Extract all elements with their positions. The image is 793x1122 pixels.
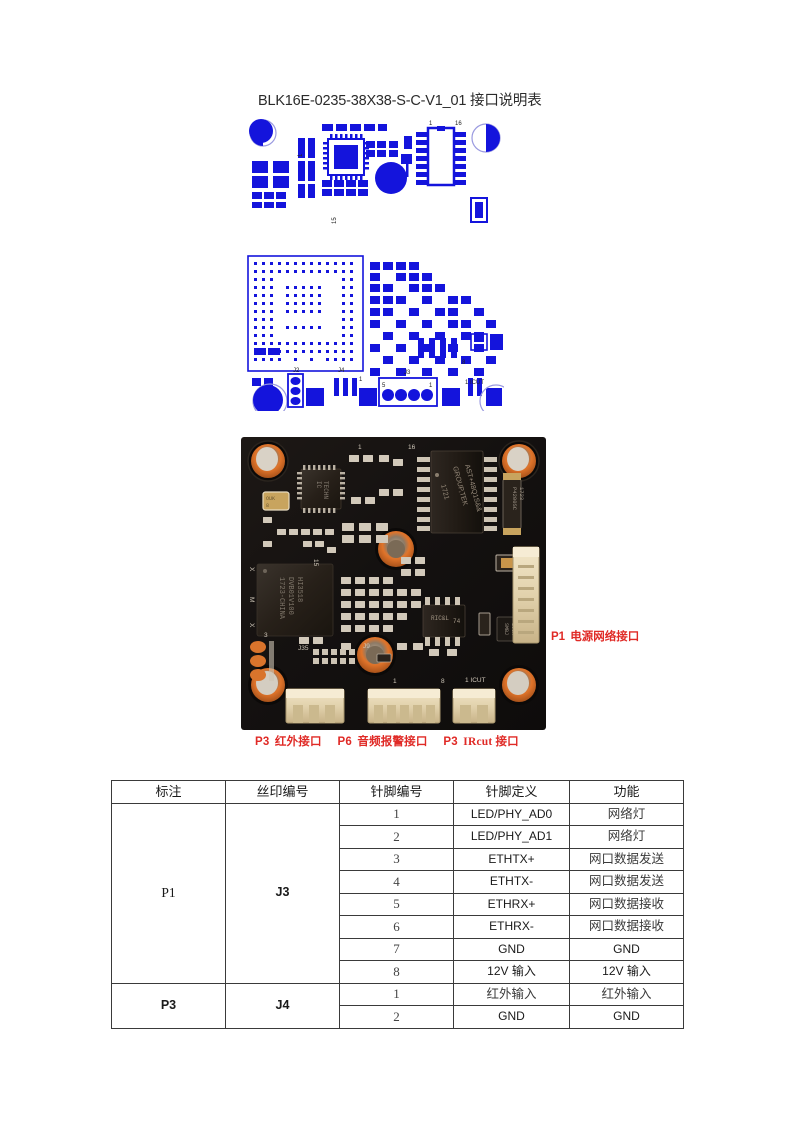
page-title: BLK16E-0235-38X38-S-C-V1_01 接口说明表	[258, 93, 542, 109]
pcb-photograph: HI3518 DVB01V100 1723-CHINA TECHN IC	[241, 437, 546, 730]
cell-function: 网络灯	[569, 802, 684, 826]
svg-text:1723: 1723	[518, 487, 525, 500]
svg-text:X: X	[248, 567, 255, 572]
cell-function: 网口数据接收	[569, 892, 684, 916]
cell-pin-definition: LED/PHY_AD0	[453, 802, 570, 826]
pcb-layout-drawing: 1 16 1 15 J2 J4 J3 5 1 1 8 1 ICUT	[246, 116, 504, 411]
svg-text:J9: J9	[363, 643, 370, 650]
svg-text:8: 8	[266, 503, 269, 509]
cell-function: 网口数据发送	[569, 870, 684, 894]
cell-pin-number: 4	[339, 870, 454, 894]
svg-text:TECHN: TECHN	[322, 481, 329, 499]
svg-text:8: 8	[462, 360, 466, 366]
callout-p1-text: 电源网络接口	[570, 631, 640, 643]
svg-text:P4200SC: P4200SC	[511, 487, 518, 511]
cell-pin-number: 1	[339, 982, 454, 1006]
cell-function: 网口数据接收	[569, 915, 684, 939]
svg-text:1723-CHINA: 1723-CHINA	[277, 577, 285, 620]
svg-text:1: 1	[358, 444, 362, 451]
cell-mark: P3	[111, 982, 226, 1029]
callout-p6-text: 音频报警接口	[357, 736, 428, 748]
svg-text:8: 8	[441, 678, 445, 685]
svg-text:1721: 1721	[439, 484, 450, 501]
svg-text:RIC&L: RIC&L	[431, 615, 449, 622]
cell-function: 网口数据发送	[569, 847, 684, 871]
cell-pin-definition: ETHTX-	[453, 870, 570, 894]
cell-function: 网络灯	[569, 825, 684, 849]
svg-text:15: 15	[312, 559, 319, 567]
cell-pin-number: 7	[339, 937, 454, 961]
header-silk: 丝印编号	[225, 780, 340, 804]
cell-function: GND	[569, 1005, 684, 1029]
svg-text:74: 74	[453, 618, 461, 625]
cell-pin-definition: LED/PHY_AD1	[453, 825, 570, 849]
svg-text:1: 1	[359, 377, 363, 383]
svg-text:J2: J2	[293, 368, 300, 374]
cell-pin-definition: ETHRX-	[453, 915, 570, 939]
callout-p3-ircut-ref: P3	[443, 736, 458, 748]
svg-text:J4: J4	[338, 368, 345, 374]
header-pin-no: 针脚编号	[339, 780, 454, 804]
svg-text:3: 3	[264, 632, 268, 639]
callout-p3-ir-ref: P3	[255, 736, 270, 748]
header-mark: 标注	[111, 780, 226, 804]
svg-text:1 ICUT: 1 ICUT	[465, 677, 486, 684]
cell-pin-definition: 红外输入	[453, 982, 570, 1006]
cell-function: 红外输入	[569, 982, 684, 1006]
svg-text:M: M	[248, 597, 255, 602]
header-func: 功能	[569, 780, 684, 804]
cell-pin-definition: GND	[453, 1005, 570, 1029]
cell-pin-number: 8	[339, 960, 454, 984]
callout-p1: P1 电源网络接口	[551, 628, 639, 644]
cell-pin-definition: GND	[453, 937, 570, 961]
cell-pin-number: 5	[339, 892, 454, 916]
svg-text:HI3518: HI3518	[295, 577, 303, 602]
callout-p3-ir-text: 红外接口	[274, 736, 322, 748]
svg-text:5: 5	[382, 383, 386, 389]
svg-text:1: 1	[298, 153, 304, 157]
cell-mark: P1	[111, 802, 226, 984]
svg-text:SMBJ: SMBJ	[503, 623, 509, 635]
cell-pin-number: 6	[339, 915, 454, 939]
svg-text:1: 1	[429, 121, 433, 127]
cell-function: GND	[569, 937, 684, 961]
svg-text:OUK: OUK	[266, 496, 275, 502]
cell-pin-definition: ETHTX+	[453, 847, 570, 871]
cell-pin-number: 1	[339, 802, 454, 826]
svg-text:J35: J35	[298, 645, 309, 652]
callout-bottom-row: P3 红外接口 P6 音频报警接口 P3 IRcut 接口	[255, 733, 519, 749]
svg-text:16: 16	[408, 444, 416, 451]
svg-text:1: 1	[393, 678, 397, 685]
svg-text:J3: J3	[404, 370, 411, 376]
svg-text:X: X	[248, 623, 255, 628]
callout-p3-ircut-text: IRcut 接口	[463, 736, 519, 748]
cell-function: 12V 输入	[569, 960, 684, 984]
header-pin-def: 针脚定义	[453, 780, 570, 804]
svg-text:15: 15	[332, 217, 338, 224]
svg-text:1 ICUT: 1 ICUT	[465, 380, 484, 386]
cell-pin-number: 2	[339, 1005, 454, 1029]
svg-text:16: 16	[455, 121, 462, 127]
cell-silk: J3	[225, 802, 340, 984]
cell-pin-number: 3	[339, 847, 454, 871]
callout-p6-ref: P6	[337, 736, 352, 748]
callout-p1-ref: P1	[551, 631, 566, 643]
table-header-row: 标注 丝印编号 针脚编号 针脚定义 功能	[111, 780, 684, 804]
cell-pin-number: 2	[339, 825, 454, 849]
svg-text:DVB01V100: DVB01V100	[286, 577, 294, 615]
cell-silk: J4	[225, 982, 340, 1029]
cell-pin-definition: 12V 输入	[453, 960, 570, 984]
svg-text:IC: IC	[315, 481, 322, 489]
svg-text:1: 1	[429, 383, 433, 389]
cell-pin-definition: ETHRX+	[453, 892, 570, 916]
